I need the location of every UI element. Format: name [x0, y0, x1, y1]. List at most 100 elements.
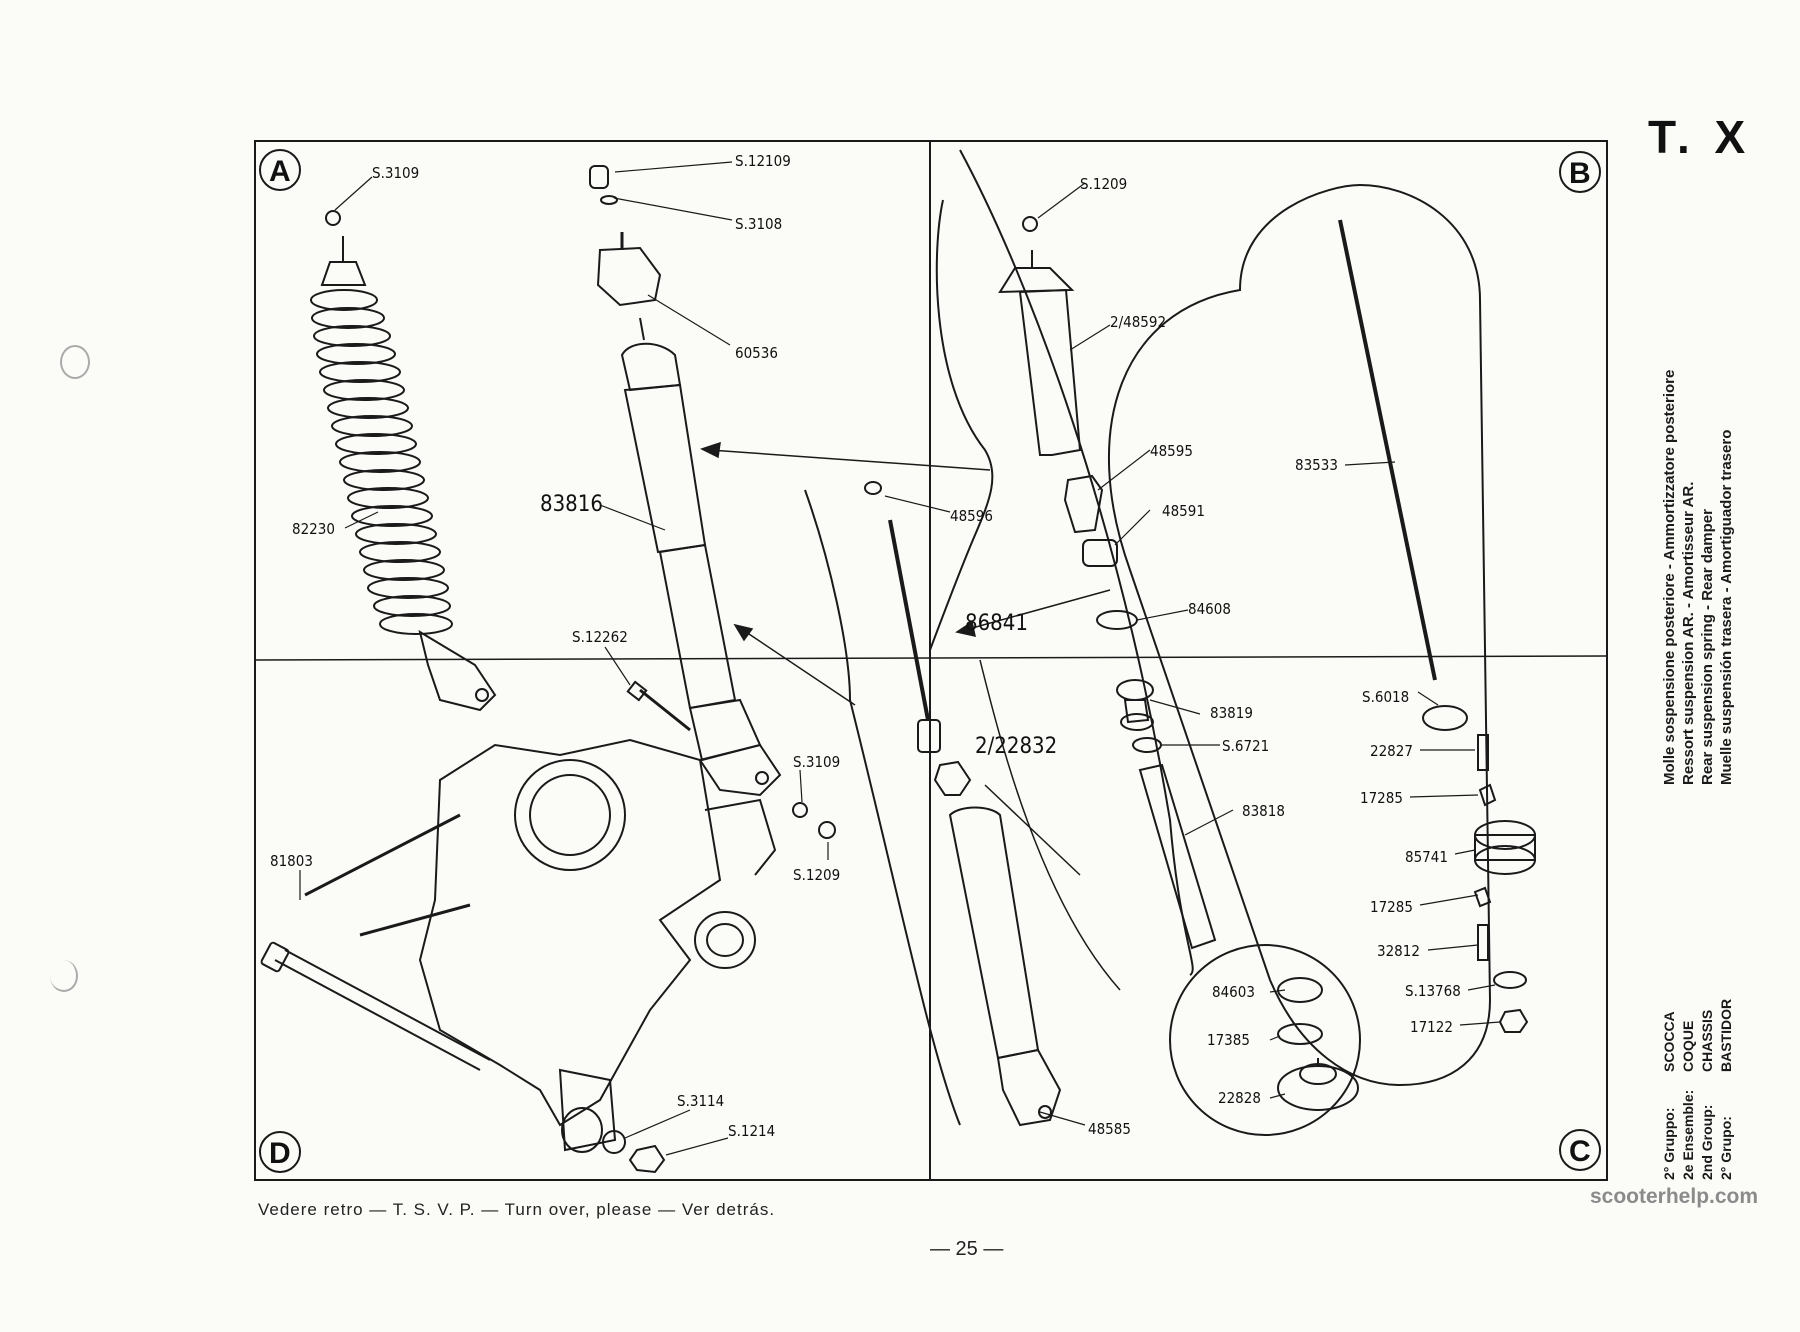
label-s3108: S.3108: [735, 215, 782, 233]
piston-83819: [1116, 679, 1154, 731]
damper-83816: [620, 317, 782, 797]
pin-17285a: [1478, 783, 1497, 807]
label-48596: 48596: [950, 507, 993, 525]
group-key-fr: 2e Ensemble:: [1680, 1089, 1696, 1180]
ring-s6721: [1132, 737, 1162, 753]
label-81803: 81803: [270, 852, 313, 870]
footer-note: Vedere retro — T. S. V. P. — Turn over, …: [258, 1200, 776, 1219]
group-key-it: 2° Gruppo:: [1661, 1107, 1677, 1180]
label-17285b: 17285: [1370, 898, 1413, 916]
group-key-es: 2° Grupo:: [1718, 1116, 1734, 1180]
nut-17122: [1498, 1008, 1529, 1033]
description-it: Molle sospensione posteriore - Ammortizz…: [1661, 369, 1678, 785]
washer-s3109-mid: [792, 802, 808, 818]
swing-arm: [418, 738, 777, 1153]
label-s1214: S.1214: [728, 1122, 775, 1140]
label-s3109-top: S.3109: [372, 164, 419, 182]
group-val-es: BASTIDOR: [1718, 998, 1734, 1072]
label-48595: 48595: [1150, 442, 1193, 460]
label-83533: 83533: [1295, 456, 1338, 474]
label-84603: 84603: [1212, 983, 1255, 1001]
label-s3114: S.3114: [677, 1092, 724, 1110]
label-s1209-mid: S.1209: [793, 866, 840, 884]
label-2-22832: 2/22832: [975, 734, 1057, 759]
label-17385: 17385: [1207, 1031, 1250, 1049]
panel-b-circle: [1559, 151, 1601, 193]
rod-86841: [888, 519, 930, 721]
separator-curve-left: [929, 199, 994, 651]
reference-arrows: [700, 441, 1111, 876]
pin-17285b: [1473, 886, 1492, 908]
body-48585: [948, 806, 1062, 1127]
axle-bolt: [260, 941, 491, 1071]
label-48585: 48585: [1088, 1120, 1131, 1138]
nut-s1209-top: [1022, 216, 1038, 232]
separator-curve-mid: [804, 489, 961, 1126]
circlip-84603: [1277, 977, 1323, 1003]
label-86841: 86841: [965, 611, 1028, 636]
page-title: T. X: [1648, 111, 1752, 163]
description-fr: Ressort suspension AR. - Amortisseur AR.: [1680, 481, 1697, 785]
piston-85741: [1474, 820, 1536, 875]
label-2-48592: 2/48592: [1110, 313, 1166, 331]
separator-curve-b: [959, 149, 1194, 976]
group-val-it: SCOCCA: [1661, 1011, 1677, 1072]
label-22828: 22828: [1218, 1089, 1261, 1107]
panel-c-circle: [1559, 1129, 1601, 1171]
label-s1209-top: S.1209: [1080, 175, 1127, 193]
panel-d-circle: [259, 1131, 301, 1173]
label-17285a: 17285: [1360, 789, 1403, 807]
label-s6018: S.6018: [1362, 688, 1409, 706]
rod-81803-upper: [304, 813, 461, 897]
rubber-block-60536: [596, 246, 662, 307]
tube-2-48592: [998, 250, 1082, 456]
label-s3109-mid: S.3109: [793, 753, 840, 771]
binder-hole-top: [60, 345, 90, 379]
washer-s3108: [600, 195, 618, 205]
valve-s6018: [1422, 705, 1468, 731]
circlip-s3114: [602, 1130, 626, 1154]
description-es: Muelle suspensión trasera - Amortiguador…: [1718, 429, 1735, 785]
sleeve-86841: [917, 719, 941, 753]
label-85741: 85741: [1405, 848, 1448, 866]
panel-a-letter: A: [269, 155, 291, 188]
panel-a-circle: [259, 149, 301, 191]
bolt-s12262: [639, 688, 691, 732]
watermark: scooterhelp.com: [1590, 1185, 1759, 1208]
seal-22828: [1277, 1058, 1359, 1111]
nut-s1209-mid: [818, 821, 836, 839]
group-key-en: 2nd Group:: [1699, 1104, 1715, 1180]
bush-48591: [1082, 539, 1118, 567]
separator-line-c: [979, 659, 1121, 991]
binder-hole-bottom: [50, 960, 78, 992]
group-val-en: CHASSIS: [1699, 1009, 1715, 1072]
label-82230: 82230: [292, 520, 335, 538]
washer-84608: [1096, 610, 1138, 630]
label-48591: 48591: [1162, 502, 1205, 520]
nut-s12109: [589, 165, 609, 189]
washer-s3109-top: [325, 210, 341, 226]
detail-circle: [1169, 944, 1361, 1136]
label-22827: 22827: [1370, 742, 1413, 760]
leader-lines: [299, 161, 1501, 1156]
divider-horizontal: [254, 655, 1608, 661]
valve-2-22832: [933, 760, 972, 796]
spring-32812: [1477, 924, 1489, 961]
label-83818: 83818: [1242, 802, 1285, 820]
label-s12109: S.12109: [735, 152, 791, 170]
spring-22827: [1477, 734, 1489, 771]
rod-83533: [1338, 219, 1437, 681]
label-s12262: S.12262: [572, 628, 628, 646]
description-en: Rear suspension spring - Rear damper: [1699, 509, 1716, 785]
tube-83818: [1138, 763, 1217, 950]
cap-48596: [864, 481, 882, 495]
panel-d-letter: D: [269, 1137, 291, 1170]
label-s13768: S.13768: [1405, 982, 1461, 1000]
panel-c-letter: C: [1569, 1135, 1591, 1168]
page-number: — 25 —: [930, 1238, 1004, 1260]
spring-82230: [310, 236, 497, 712]
washer-s13768: [1493, 971, 1527, 989]
internals-capsule: [1108, 183, 1492, 1087]
label-17122: 17122: [1410, 1018, 1453, 1036]
